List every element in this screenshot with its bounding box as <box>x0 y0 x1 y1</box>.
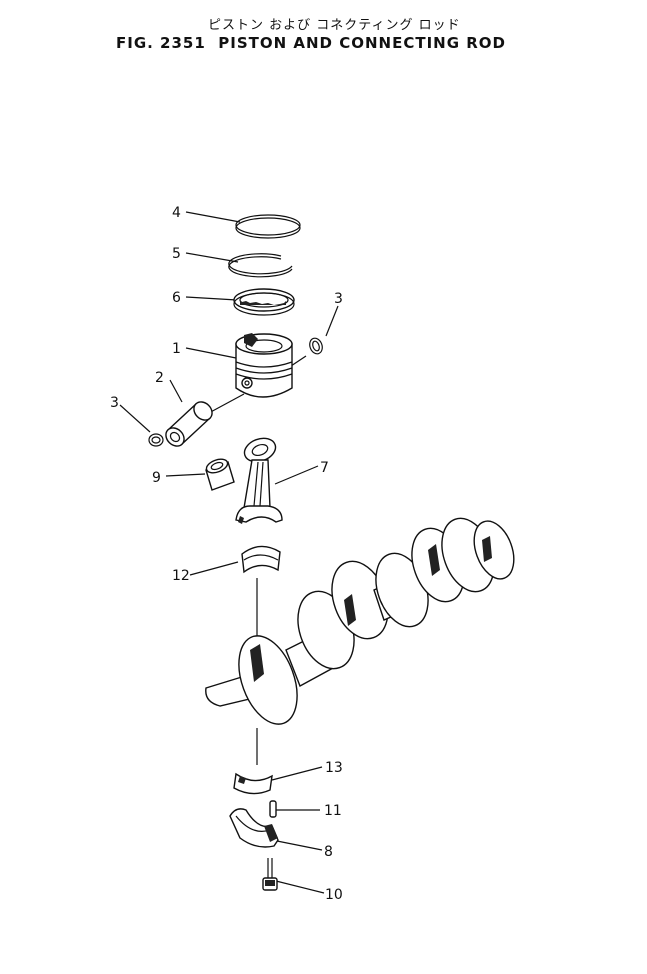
snap-ring-right-part <box>309 337 323 355</box>
callout-4: 4 <box>172 205 181 221</box>
piston-part <box>235 333 293 398</box>
bushing-part <box>205 458 235 491</box>
callout-11: 11 <box>324 803 342 819</box>
crankshaft-illustration <box>205 517 515 725</box>
piston-pin-part <box>165 401 213 447</box>
callout-13: 13 <box>325 760 343 776</box>
callout-5: 5 <box>172 246 181 262</box>
second-ring-part <box>228 253 293 278</box>
upper-bearing-part <box>241 545 281 574</box>
rod-cap-part <box>229 808 279 848</box>
callout-12: 12 <box>172 568 190 584</box>
callout-labels: 4 5 6 3 1 2 3 9 7 12 13 11 8 10 <box>110 205 343 903</box>
callout-6: 6 <box>172 290 181 306</box>
leader-lines <box>119 211 339 894</box>
callout-8: 8 <box>324 844 333 860</box>
callout-9: 9 <box>152 470 161 486</box>
callout-2: 2 <box>155 370 164 386</box>
callout-7: 7 <box>320 460 329 476</box>
top-ring-part <box>235 214 301 239</box>
lower-bearing-part <box>233 772 273 795</box>
figure-title: FIG. 2351 PISTON AND CONNECTING ROD <box>116 34 507 52</box>
snap-ring-left-part <box>148 433 164 447</box>
oil-ring-part <box>233 288 295 316</box>
figure-title-japanese: ピストン および コネクティング ロッド <box>208 18 461 33</box>
connecting-rod-part <box>235 437 283 524</box>
callout-3-left: 3 <box>110 395 119 411</box>
callout-1: 1 <box>172 341 181 357</box>
dowel-pin-part <box>269 800 277 818</box>
callout-3-right: 3 <box>334 291 343 307</box>
cap-bolt-part <box>262 858 278 891</box>
callout-10: 10 <box>325 887 343 903</box>
